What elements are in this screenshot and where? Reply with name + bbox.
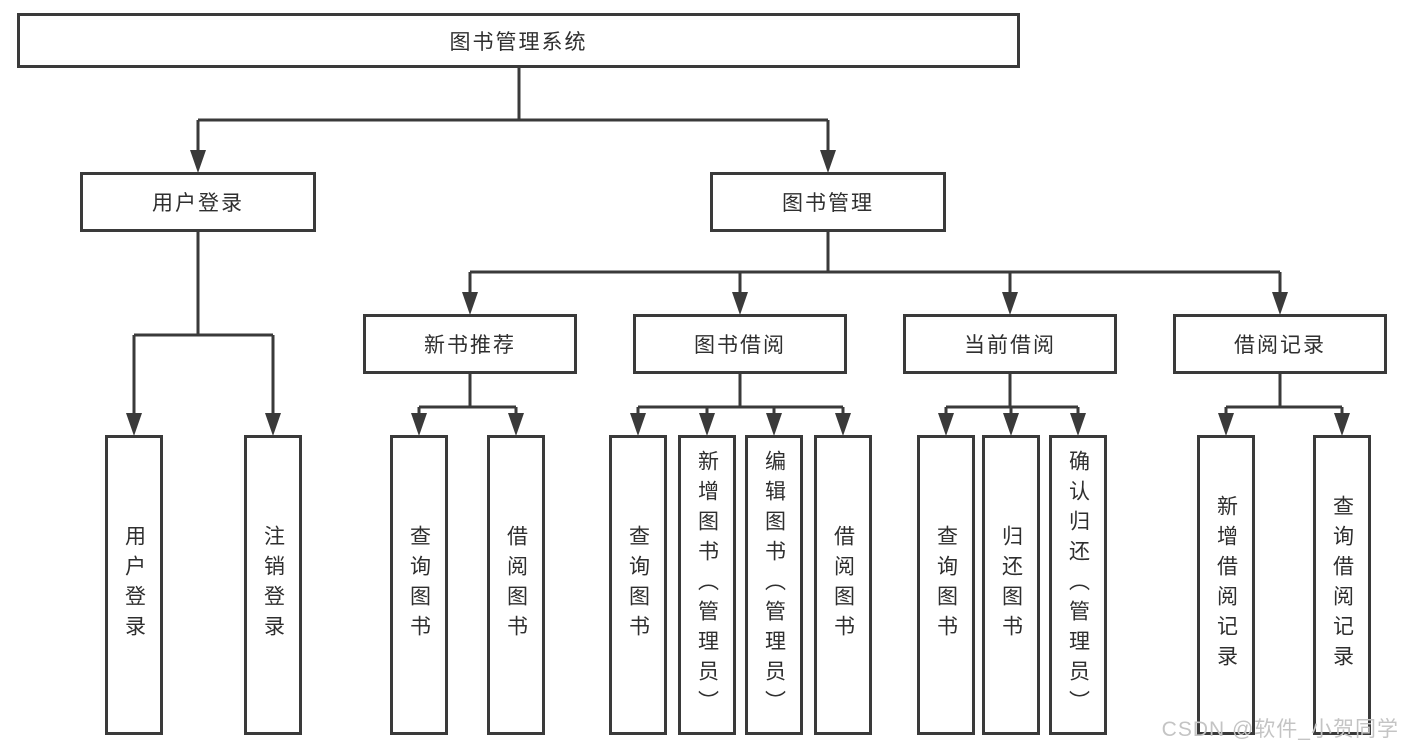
- leaf-add-borrow-record: 新增借阅记录: [1197, 435, 1255, 735]
- node-label: 查询图书: [407, 525, 431, 645]
- node-borrow-records: 借阅记录: [1173, 314, 1387, 374]
- connector-root-to-level1: [196, 68, 830, 152]
- connector-new-book-rec: [417, 374, 518, 415]
- node-label: 用户登录: [152, 192, 244, 215]
- connector-current-borrow: [944, 374, 1080, 415]
- connector-book-borrow: [636, 374, 845, 415]
- leaf-logout: 注销登录: [244, 435, 302, 735]
- leaf-borrow-books-1: 借阅图书: [487, 435, 545, 735]
- node-label: 图书管理系统: [449, 30, 588, 54]
- node-label: 图书管理: [782, 192, 874, 215]
- node-current-borrowing: 当前借阅: [903, 314, 1117, 374]
- node-label: 注销登录: [261, 525, 285, 645]
- leaf-query-borrow-record: 查询借阅记录: [1313, 435, 1371, 735]
- leaf-return-book: 归还图书: [982, 435, 1040, 735]
- node-new-book-recommendation: 新书推荐: [363, 314, 577, 374]
- node-user-login: 用户登录: [80, 172, 316, 232]
- node-label: 编辑图书（管理员）: [762, 450, 786, 720]
- node-book-management: 图书管理: [710, 172, 946, 232]
- leaf-add-book-admin: 新增图书（管理员）: [678, 435, 736, 735]
- leaf-confirm-return-admin: 确认归还（管理员）: [1049, 435, 1107, 735]
- csdn-watermark: CSDN @软件_小贺同学: [1161, 718, 1399, 741]
- node-label: 新增图书（管理员）: [695, 450, 719, 720]
- node-label: 归还图书: [999, 525, 1023, 645]
- node-label: 查询图书: [626, 525, 650, 645]
- connector-book-management: [468, 232, 1282, 294]
- connector-borrow-records: [1224, 374, 1344, 415]
- node-label: 用户登录: [122, 525, 146, 645]
- node-label: 新书推荐: [424, 334, 516, 357]
- node-label: 当前借阅: [964, 334, 1056, 357]
- leaf-query-books-1: 查询图书: [390, 435, 448, 735]
- node-label: 新增借阅记录: [1214, 495, 1238, 675]
- node-label: 图书借阅: [694, 334, 786, 357]
- node-label: 借阅图书: [831, 525, 855, 645]
- node-library-management-system: 图书管理系统: [17, 13, 1020, 68]
- leaf-borrow-books-2: 借阅图书: [814, 435, 872, 735]
- node-book-borrowing: 图书借阅: [633, 314, 847, 374]
- connector-user-login: [132, 232, 275, 415]
- node-label: 查询图书: [934, 525, 958, 645]
- node-label: 借阅记录: [1234, 334, 1326, 357]
- node-label: 确认归还（管理员）: [1066, 450, 1090, 720]
- node-label: 借阅图书: [504, 525, 528, 645]
- leaf-query-books-2: 查询图书: [609, 435, 667, 735]
- leaf-edit-book-admin: 编辑图书（管理员）: [745, 435, 803, 735]
- node-label: 查询借阅记录: [1330, 495, 1354, 675]
- leaf-query-books-3: 查询图书: [917, 435, 975, 735]
- leaf-user-login: 用户登录: [105, 435, 163, 735]
